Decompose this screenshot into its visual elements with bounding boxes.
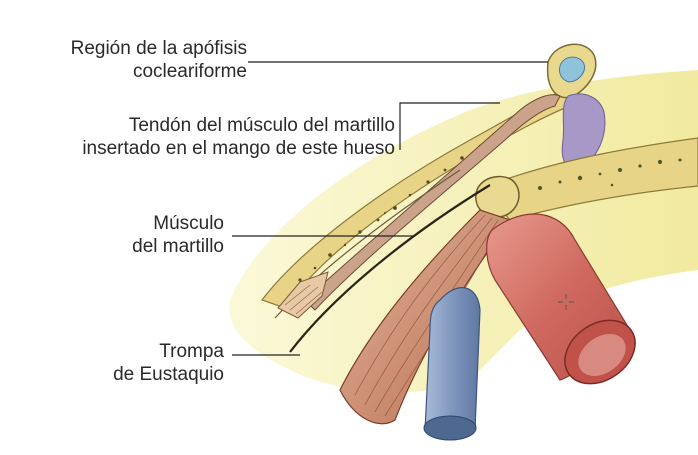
label-trompa-line1: Trompa xyxy=(113,340,224,363)
label-musculo-line2: del martillo xyxy=(132,235,224,258)
label-trompa-eustaquio: Trompa de Eustaquio xyxy=(113,340,224,386)
label-tendon-musculo-martillo: Tendón del músculo del martillo insertad… xyxy=(82,114,395,160)
label-apofisis-line2: cocleariforme xyxy=(71,60,247,83)
label-tendon-line2: insertado en el mango de este hueso xyxy=(82,137,395,160)
label-apofisis-line1: Región de la apófisis xyxy=(71,37,247,60)
vein-lumen xyxy=(424,416,476,440)
label-musculo-martillo: Músculo del martillo xyxy=(132,212,224,258)
label-trompa-line2: de Eustaquio xyxy=(113,363,224,386)
label-tendon-line1: Tendón del músculo del martillo xyxy=(82,114,395,137)
label-apofisis-cocleariforme: Región de la apófisis cocleariforme xyxy=(71,37,247,83)
label-musculo-line1: Músculo xyxy=(132,212,224,235)
internal-jugular-vein xyxy=(425,288,480,430)
